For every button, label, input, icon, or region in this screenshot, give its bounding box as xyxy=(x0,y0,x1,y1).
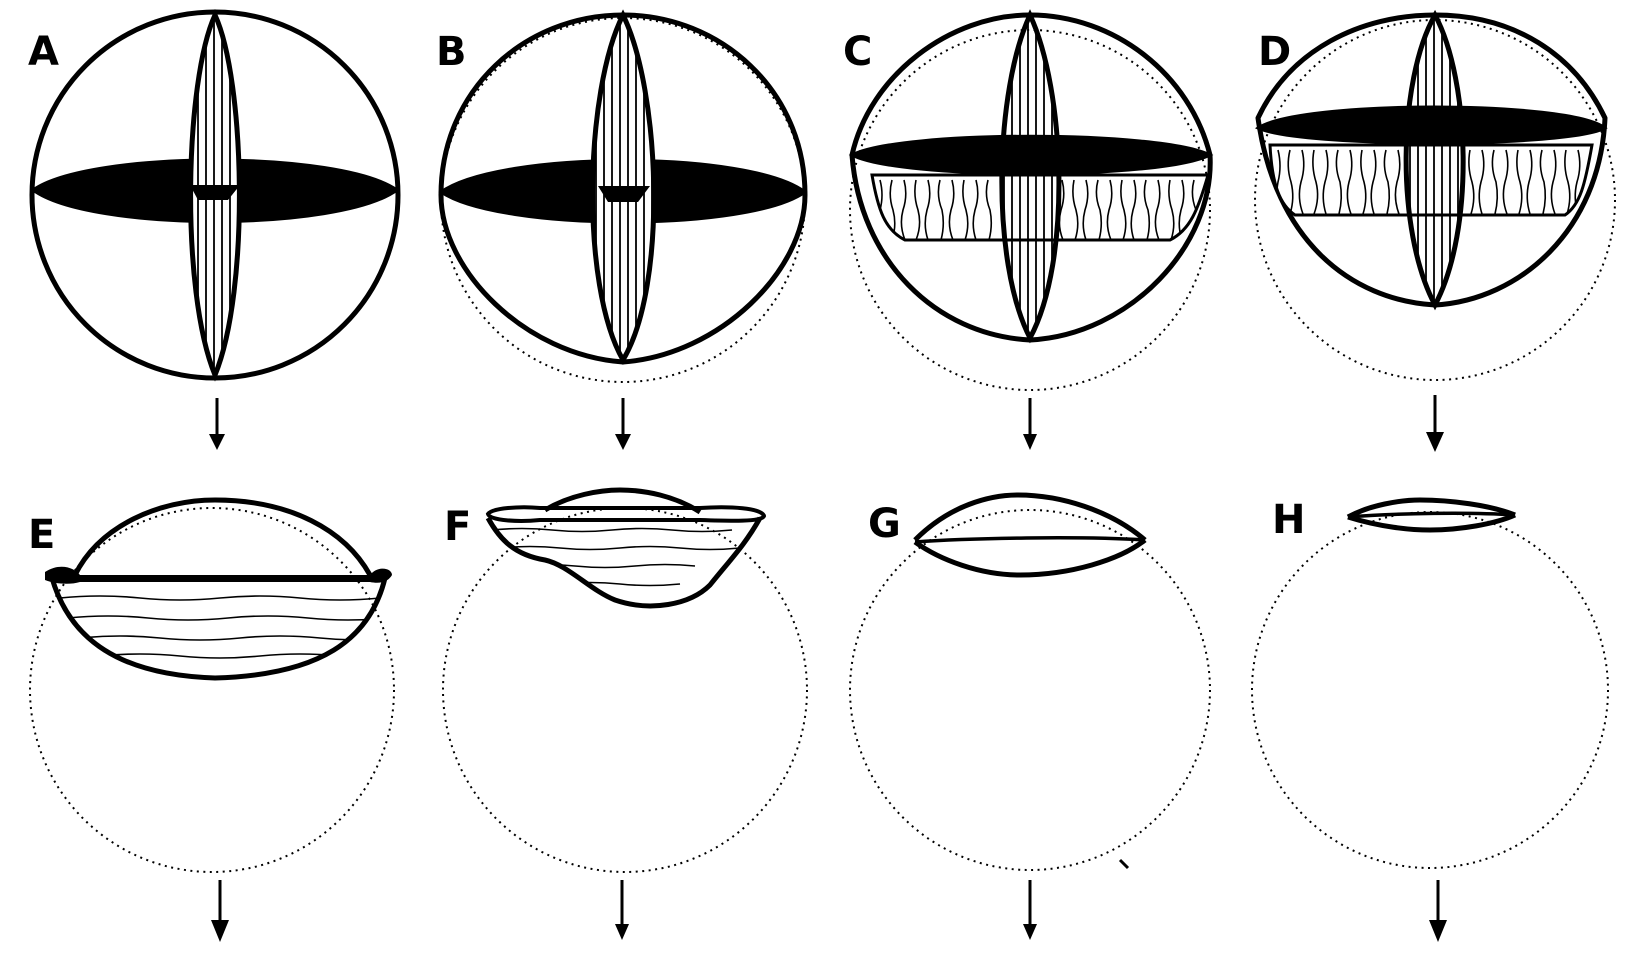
cleavage-furrow xyxy=(45,566,392,584)
original-cell-boundary xyxy=(849,509,1211,871)
lower-cap xyxy=(49,577,388,681)
down-arrow-icon xyxy=(211,880,229,942)
panel-label-c: C xyxy=(843,29,872,75)
panel-e: E xyxy=(28,497,395,873)
down-arrow-icon xyxy=(209,398,225,450)
lower-cap xyxy=(1347,512,1517,533)
panel-h: H xyxy=(1251,497,1609,869)
cortical-ring xyxy=(1268,143,1594,217)
down-arrow-icon xyxy=(615,398,631,450)
panel-label-e: E xyxy=(28,512,55,558)
panel-label-h: H xyxy=(1272,497,1305,543)
panel-f: F xyxy=(442,487,808,873)
original-cell-boundary xyxy=(29,507,395,873)
upper-cap xyxy=(913,492,1147,542)
down-arrow-icon xyxy=(1023,398,1037,450)
down-arrow-icon xyxy=(1429,880,1447,942)
down-arrow-icon xyxy=(615,880,629,940)
original-cell-boundary xyxy=(1251,511,1609,869)
print-speck xyxy=(1118,858,1130,870)
cleavage-furrow xyxy=(485,505,767,523)
original-cell-boundary xyxy=(442,507,808,873)
down-arrow-icon xyxy=(1426,395,1444,452)
original-cell-boundary xyxy=(849,29,1211,391)
upper-cap xyxy=(543,487,702,515)
panel-g: G xyxy=(849,492,1211,871)
division-plane xyxy=(1347,511,1516,519)
panel-b: B xyxy=(436,9,808,383)
upper-cap xyxy=(1346,497,1516,520)
cortical-ring xyxy=(870,173,1210,242)
metaphase-plate xyxy=(848,134,1214,176)
upper-cap xyxy=(72,497,373,577)
panel-label-d: D xyxy=(1258,29,1291,75)
division-plane xyxy=(914,536,1146,544)
panel-label-b: B xyxy=(436,29,467,75)
lower-cap xyxy=(913,538,1147,578)
panel-c: C xyxy=(843,9,1214,391)
metaphase-plate xyxy=(1254,105,1608,145)
panel-label-g: G xyxy=(868,501,901,547)
cell-outline xyxy=(1255,12,1608,308)
plate-overlap xyxy=(190,185,240,200)
original-cell-boundary xyxy=(1254,19,1616,381)
lower-cap xyxy=(485,516,763,609)
panel-a: A xyxy=(28,9,401,382)
panel-label-a: A xyxy=(28,29,59,75)
panel-d: D xyxy=(1254,9,1616,381)
panel-label-f: F xyxy=(444,504,471,550)
down-arrow-icon xyxy=(1023,880,1037,940)
plate-overlap xyxy=(598,186,650,202)
cell-outline xyxy=(438,12,808,365)
